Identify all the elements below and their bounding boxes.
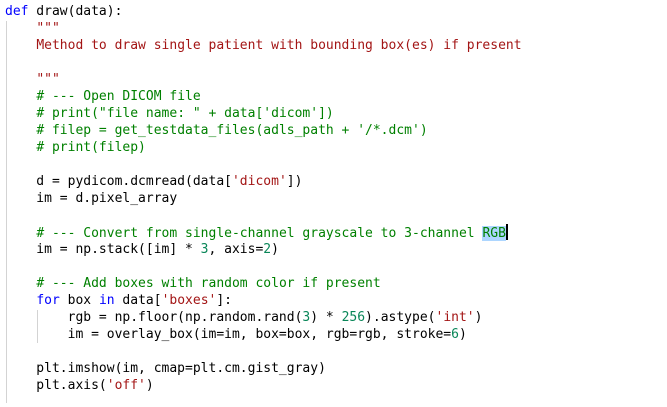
- code-line[interactable]: plt.imshow(im, cmap=plt.cm.gist_gray): [5, 360, 667, 377]
- code-line[interactable]: [5, 54, 667, 71]
- code-token: 3: [200, 242, 209, 257]
- code-token: ]): [286, 174, 303, 189]
- highlighted-word: RGB: [482, 226, 506, 241]
- code-token: d = pydicom.dcmread(data[: [5, 174, 232, 189]
- code-token: ): [458, 327, 467, 342]
- code-line[interactable]: for box in data['boxes']:: [5, 292, 667, 309]
- indent-guide: [37, 310, 38, 343]
- code-area[interactable]: def draw(data): """ Method to draw singl…: [0, 0, 667, 394]
- code-token: # filep = get_testdata_files(adls_path +…: [36, 123, 428, 138]
- code-token: 3: [302, 310, 311, 325]
- code-line[interactable]: rgb = np.floor(np.random.rand(3) * 256).…: [5, 309, 667, 326]
- code-token: [5, 276, 36, 291]
- code-token: data[: [114, 293, 162, 308]
- code-line[interactable]: [5, 258, 667, 275]
- code-line[interactable]: # print("file name: " + data['dicom']): [5, 105, 667, 122]
- code-token: for: [36, 293, 60, 308]
- code-token: [5, 293, 36, 308]
- code-token: # --- Add boxes with random color if pre…: [36, 276, 381, 291]
- code-token: # print("file name: " + data['dicom']): [36, 106, 334, 121]
- indent-guide: [6, 21, 7, 403]
- code-token: ): [271, 242, 279, 257]
- code-line[interactable]: im = d.pixel_array: [5, 190, 667, 207]
- code-token: [5, 72, 36, 87]
- code-token: 6: [451, 327, 459, 342]
- code-token: [5, 89, 36, 104]
- code-token: 'dicom': [231, 174, 287, 189]
- code-token: , axis=: [208, 242, 264, 257]
- code-token: im = np.stack([im] *: [5, 242, 201, 257]
- code-token: 'int': [435, 310, 475, 325]
- code-token: draw(data):: [28, 4, 123, 19]
- code-line[interactable]: plt.axis('off'): [5, 377, 667, 394]
- code-token: 256: [341, 310, 366, 325]
- code-token: # print(filep): [36, 140, 146, 155]
- code-token: """: [36, 72, 60, 87]
- code-line[interactable]: # --- Convert from single-channel graysc…: [5, 224, 667, 241]
- code-line[interactable]: d = pydicom.dcmread(data['dicom']): [5, 173, 667, 190]
- code-line[interactable]: """: [5, 20, 667, 37]
- code-token: [5, 21, 36, 36]
- code-line[interactable]: [5, 156, 667, 173]
- code-token: # --- Convert from single-channel graysc…: [36, 226, 483, 241]
- code-token: 2: [263, 242, 272, 257]
- code-token: [5, 226, 36, 241]
- code-line[interactable]: [5, 343, 667, 360]
- code-token: Method to draw single patient with bound…: [36, 38, 522, 53]
- code-token: 'off': [106, 378, 146, 393]
- code-token: ).astype(: [365, 310, 436, 325]
- code-line[interactable]: def draw(data):: [5, 3, 667, 20]
- code-line[interactable]: im = overlay_box(im=im, box=box, rgb=rgb…: [5, 326, 667, 343]
- code-token: # --- Open DICOM file: [36, 89, 201, 104]
- code-token: in: [98, 293, 115, 308]
- code-line[interactable]: # print(filep): [5, 139, 667, 156]
- code-token: plt.imshow(im, cmap=plt.cm.gist_gray): [5, 361, 326, 376]
- text-cursor: [505, 224, 508, 240]
- code-token: im = d.pixel_array: [5, 191, 178, 206]
- code-token: ) *: [310, 310, 342, 325]
- code-line[interactable]: # filep = get_testdata_files(adls_path +…: [5, 122, 667, 139]
- code-token: plt.axis(: [5, 378, 107, 393]
- code-token: """: [36, 21, 60, 36]
- code-token: box: [59, 293, 99, 308]
- code-line[interactable]: im = np.stack([im] * 3, axis=2): [5, 241, 667, 258]
- code-line[interactable]: """: [5, 71, 667, 88]
- code-token: ): [145, 378, 154, 393]
- code-token: [5, 140, 36, 155]
- code-token: ): [474, 310, 483, 325]
- code-token: [5, 106, 36, 121]
- code-line[interactable]: Method to draw single patient with bound…: [5, 37, 667, 54]
- code-token: [5, 38, 36, 53]
- code-token: rgb = np.floor(np.random.rand(: [5, 310, 303, 325]
- code-token: im = overlay_box(im=im, box=box, rgb=rgb…: [5, 327, 452, 342]
- code-token: 'boxes': [161, 293, 217, 308]
- code-token: [5, 123, 36, 138]
- code-token: def: [5, 4, 29, 19]
- code-line[interactable]: [5, 207, 667, 224]
- code-token: ]:: [216, 293, 233, 308]
- code-line[interactable]: # --- Add boxes with random color if pre…: [5, 275, 667, 292]
- code-line[interactable]: # --- Open DICOM file: [5, 88, 667, 105]
